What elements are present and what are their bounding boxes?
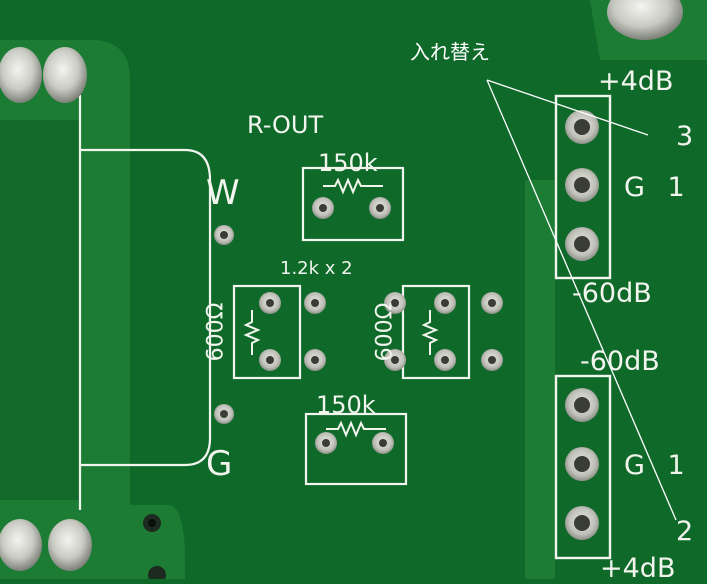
large-pad	[607, 0, 683, 40]
label-top-conn-g1: G 1	[624, 172, 685, 203]
large-pad	[0, 47, 42, 103]
annotation-num-top: 3	[676, 121, 694, 152]
connector-top-outline	[554, 94, 612, 280]
connector-bottom-outline	[554, 374, 612, 560]
label-bot-conn-g1: G 1	[624, 450, 685, 481]
large-pad	[48, 519, 92, 571]
annotation-note: 入れ替え	[410, 40, 490, 64]
label-res-left: 600Ω	[203, 302, 229, 362]
res-bottom-outline	[304, 412, 408, 486]
label-top-conn-minus: -60dB	[572, 278, 652, 309]
annotation-line-top	[486, 79, 649, 136]
label-res-top: 150k	[318, 149, 378, 177]
annotation-line-bottom	[486, 79, 677, 521]
label-top-conn-plus: +4dB	[598, 66, 674, 97]
res-right-outline	[401, 284, 471, 380]
label-bot-conn-plus: +4dB	[600, 553, 676, 584]
silk-outline-left	[80, 148, 212, 467]
label-w: W	[206, 173, 240, 213]
label-r-out: R-OUT	[247, 111, 324, 139]
label-res-bottom: 150k	[316, 391, 376, 419]
label-bot-conn-minus: -60dB	[580, 346, 660, 377]
label-res-right: 600Ω	[372, 302, 398, 362]
res-top-outline	[301, 166, 405, 242]
label-res-mid: 1.2k x 2	[280, 258, 353, 279]
annotation-num-bottom: 2	[676, 516, 694, 547]
res-left-outline	[232, 284, 302, 380]
label-g: G	[206, 444, 233, 484]
large-pad	[43, 47, 87, 103]
large-pad	[0, 519, 42, 571]
